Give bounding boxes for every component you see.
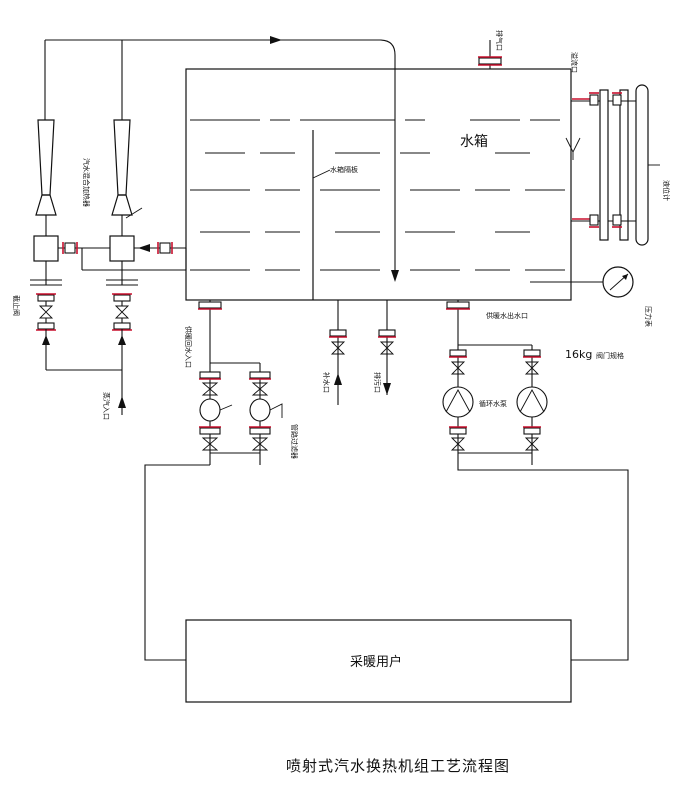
return-inlet-port (198, 300, 222, 465)
stop-valve-right (106, 279, 138, 415)
steam-inlet-label: 蒸汽入口 (102, 392, 111, 420)
heater-right (109, 119, 143, 285)
tank-label: 水箱 (460, 134, 488, 150)
pressure-note: 16kg (565, 348, 592, 361)
overflow-label: 溢流口 (570, 52, 579, 73)
pressure-note-2: 阀门规格 (596, 351, 624, 360)
heating-loop (144, 464, 629, 661)
return-inlet-label: 供暖回水入口 (184, 326, 193, 368)
makeup-label: 补水口 (322, 372, 331, 393)
pump-line-1 (442, 345, 474, 465)
heater-return-piping (58, 242, 187, 271)
stop-valve-left (30, 279, 62, 370)
pump-line-2 (458, 345, 548, 465)
water-tank (185, 68, 581, 301)
pressure-gauge (530, 266, 634, 298)
filter-line-1 (199, 371, 233, 451)
level-gauge (571, 84, 660, 246)
vent-label: 排气口 (495, 30, 504, 51)
filter-label: 管路过滤器 (290, 424, 299, 459)
heating-user-label: 采暖用户 (350, 654, 402, 670)
drain-port (378, 300, 396, 395)
diagram-title: 喷射式汽水换热机组工艺流程图 (286, 757, 510, 775)
steam-header (44, 36, 399, 282)
drain-label: 排污口 (373, 372, 382, 393)
pressure-gauge-label: 压力表 (644, 306, 653, 327)
heater-left (33, 119, 59, 285)
level-gauge-label: 液位计 (662, 180, 671, 201)
stop-valve-label: 截止阀 (12, 295, 21, 316)
filter-line-2 (210, 362, 283, 465)
heating-user-box (185, 619, 572, 703)
supply-outlet-label: 供暖水出水口 (486, 311, 528, 320)
baffle-label: 水箱隔板 (330, 165, 358, 174)
heater-label: 汽水混合加热器 (82, 158, 91, 207)
makeup-port (329, 300, 347, 405)
pump-label: 循环水泵 (479, 399, 507, 408)
vent-port (478, 40, 502, 69)
supply-outlet-port (446, 300, 532, 346)
